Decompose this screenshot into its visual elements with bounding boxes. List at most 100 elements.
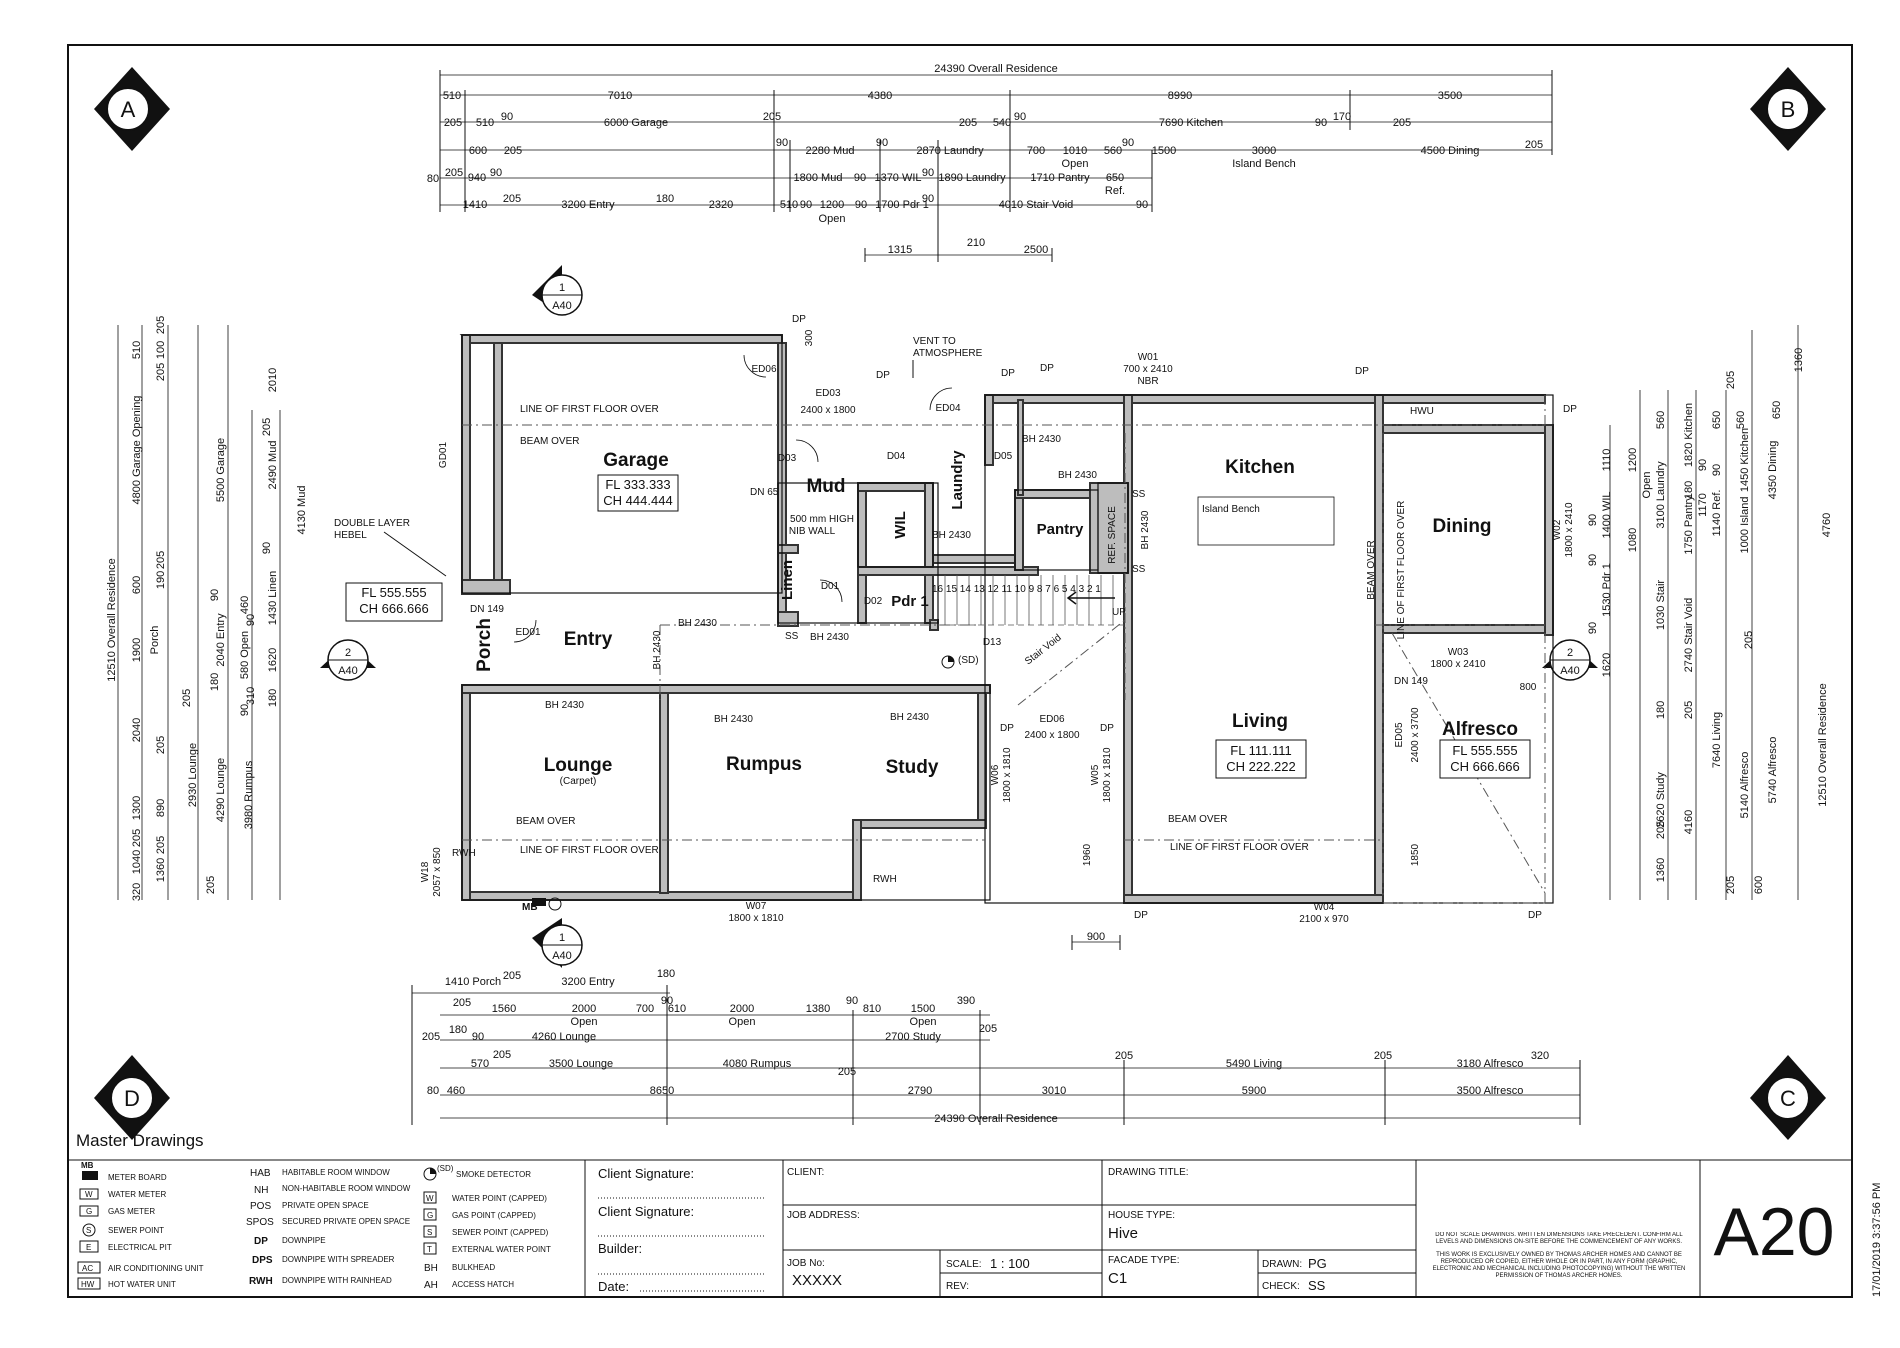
svg-text:SECURED PRIVATE OPEN SPACE: SECURED PRIVATE OPEN SPACE <box>282 1217 410 1226</box>
openings: ED03 2400 x 1800 ED04 ED06 ED01 D03 D04 … <box>420 329 1575 925</box>
svg-text:600: 600 <box>131 576 143 594</box>
section-ref-2-right[interactable]: 2 A40 <box>1542 639 1598 681</box>
svg-text:210: 210 <box>967 237 985 249</box>
svg-text:C1: C1 <box>1108 1270 1127 1287</box>
svg-text:Alfresco: Alfresco <box>1442 719 1518 740</box>
svg-text:2870 Laundry: 2870 Laundry <box>916 145 984 157</box>
svg-text:24390 Overall Residence: 24390 Overall Residence <box>934 63 1058 75</box>
section-marker-d[interactable]: D <box>94 1055 170 1140</box>
section-marker-a[interactable]: A <box>94 67 170 151</box>
dimension-text-bottom: 1410 Porch 205 3200 Entry 180 205 1560 2… <box>422 931 1549 1125</box>
svg-text:JOB No:: JOB No: <box>787 1258 825 1269</box>
svg-text:700: 700 <box>636 1003 654 1015</box>
svg-text:XXXXX: XXXXX <box>792 1272 842 1289</box>
section-ref-1-top[interactable]: 1 A40 <box>532 265 583 316</box>
svg-text:1430 Linen: 1430 Linen <box>267 571 279 625</box>
svg-text:HAB: HAB <box>250 1168 271 1179</box>
svg-text:700 x 2410: 700 x 2410 <box>1123 364 1173 375</box>
svg-text:S: S <box>86 1226 91 1235</box>
svg-text:DP: DP <box>792 314 806 325</box>
svg-text:W: W <box>85 1190 93 1199</box>
walls <box>459 334 1554 904</box>
svg-text:1110: 1110 <box>1601 449 1613 472</box>
svg-text:PRIVATE OPEN SPACE: PRIVATE OPEN SPACE <box>282 1201 369 1210</box>
svg-text:650: 650 <box>1711 411 1723 429</box>
dimension-ticks-bottom <box>411 935 1581 1125</box>
svg-text:BEAM OVER: BEAM OVER <box>1168 814 1227 825</box>
dimensions-bottom <box>412 941 1580 1119</box>
section-ref-2-left[interactable]: 2 A40 <box>320 639 376 681</box>
svg-text:DP: DP <box>876 370 890 381</box>
svg-text:2010: 2010 <box>267 368 279 392</box>
svg-text:2: 2 <box>345 647 351 659</box>
svg-text:1380: 1380 <box>806 1003 830 1015</box>
svg-text:570: 570 <box>471 1058 489 1070</box>
svg-text:1410: 1410 <box>463 199 487 211</box>
svg-text:Client Signature:: Client Signature: <box>598 1166 694 1181</box>
svg-text:205: 205 <box>1374 1050 1392 1062</box>
svg-text:HWU: HWU <box>1410 406 1434 417</box>
svg-text:205: 205 <box>1655 821 1667 839</box>
svg-text:GD01: GD01 <box>438 442 449 469</box>
svg-text:WIL: WIL <box>892 511 909 539</box>
svg-text:DN 149: DN 149 <box>470 604 504 615</box>
svg-text:Open: Open <box>910 1016 937 1028</box>
svg-text:1410 Porch: 1410 Porch <box>445 976 501 988</box>
svg-text:1030 Stair: 1030 Stair <box>1655 580 1667 630</box>
svg-text:Porch: Porch <box>474 618 495 672</box>
svg-text:1360: 1360 <box>1655 858 1667 882</box>
svg-text:Study: Study <box>886 757 939 778</box>
svg-text:NIB WALL: NIB WALL <box>789 526 836 537</box>
svg-text:460: 460 <box>447 1085 465 1097</box>
svg-text:NH: NH <box>254 1185 268 1196</box>
svg-text:AIR CONDITIONING UNIT: AIR CONDITIONING UNIT <box>108 1264 204 1273</box>
drawing-info-block: DRAWING TITLE: HOUSE TYPE: Hive FACADE T… <box>1108 1167 1327 1293</box>
svg-text:90: 90 <box>1711 464 1723 476</box>
svg-text:PG: PG <box>1308 1256 1327 1271</box>
svg-text:W: W <box>426 1194 434 1203</box>
svg-text:BH 2430: BH 2430 <box>1058 470 1097 481</box>
svg-text:510: 510 <box>443 90 461 102</box>
svg-text:CH 444.444: CH 444.444 <box>603 493 672 508</box>
svg-text:DP: DP <box>1563 404 1577 415</box>
section-marker-b[interactable]: B <box>1750 67 1826 151</box>
svg-text:2040 Entry: 2040 Entry <box>215 613 227 667</box>
section-ref-1-bottom[interactable]: 1 A40 <box>532 918 583 968</box>
svg-text:540: 540 <box>993 117 1011 129</box>
svg-text:1315: 1315 <box>888 244 912 256</box>
svg-text:310: 310 <box>245 687 257 705</box>
svg-text:90: 90 <box>1122 137 1134 149</box>
svg-text:300: 300 <box>804 329 815 346</box>
svg-text:1140 Ref.: 1140 Ref. <box>1711 490 1723 537</box>
legend-col-3: (SD) SMOKE DETECTOR W WATER POINT (CAPPE… <box>423 1164 551 1291</box>
svg-text:100: 100 <box>155 341 167 359</box>
svg-text:4260 Lounge: 4260 Lounge <box>532 1031 596 1043</box>
svg-text:500 mm HIGH: 500 mm HIGH <box>790 514 854 525</box>
section-marker-c[interactable]: C <box>1750 1055 1826 1140</box>
svg-text:C: C <box>1780 1086 1796 1111</box>
svg-text:Builder:: Builder: <box>598 1241 642 1256</box>
svg-text:24390 Overall Residence: 24390 Overall Residence <box>934 1113 1058 1125</box>
svg-text:180: 180 <box>267 689 279 707</box>
svg-text:CH 666.666: CH 666.666 <box>359 601 428 616</box>
svg-text:Living: Living <box>1232 711 1288 732</box>
svg-text:560: 560 <box>1655 411 1667 429</box>
svg-text:Garage: Garage <box>603 450 668 471</box>
svg-text:RWH: RWH <box>249 1276 273 1287</box>
svg-text:SS: SS <box>785 631 799 642</box>
svg-text:90: 90 <box>1014 111 1026 123</box>
svg-text:W18: W18 <box>420 861 431 882</box>
svg-text:80: 80 <box>427 1085 439 1097</box>
svg-text:SMOKE DETECTOR: SMOKE DETECTOR <box>456 1170 531 1179</box>
svg-text:DP: DP <box>1100 723 1114 734</box>
svg-text:BULKHEAD: BULKHEAD <box>452 1263 495 1272</box>
svg-text:1500: 1500 <box>1152 145 1176 157</box>
svg-text:560: 560 <box>1735 411 1747 429</box>
svg-text:12510 Overall Residence: 12510 Overall Residence <box>106 558 118 682</box>
svg-text:GAS POINT (CAPPED): GAS POINT (CAPPED) <box>452 1211 536 1220</box>
svg-text:SS: SS <box>1132 564 1146 575</box>
svg-text:W03: W03 <box>1448 647 1469 658</box>
svg-text:7010: 7010 <box>608 90 632 102</box>
svg-text:205: 205 <box>763 111 781 123</box>
